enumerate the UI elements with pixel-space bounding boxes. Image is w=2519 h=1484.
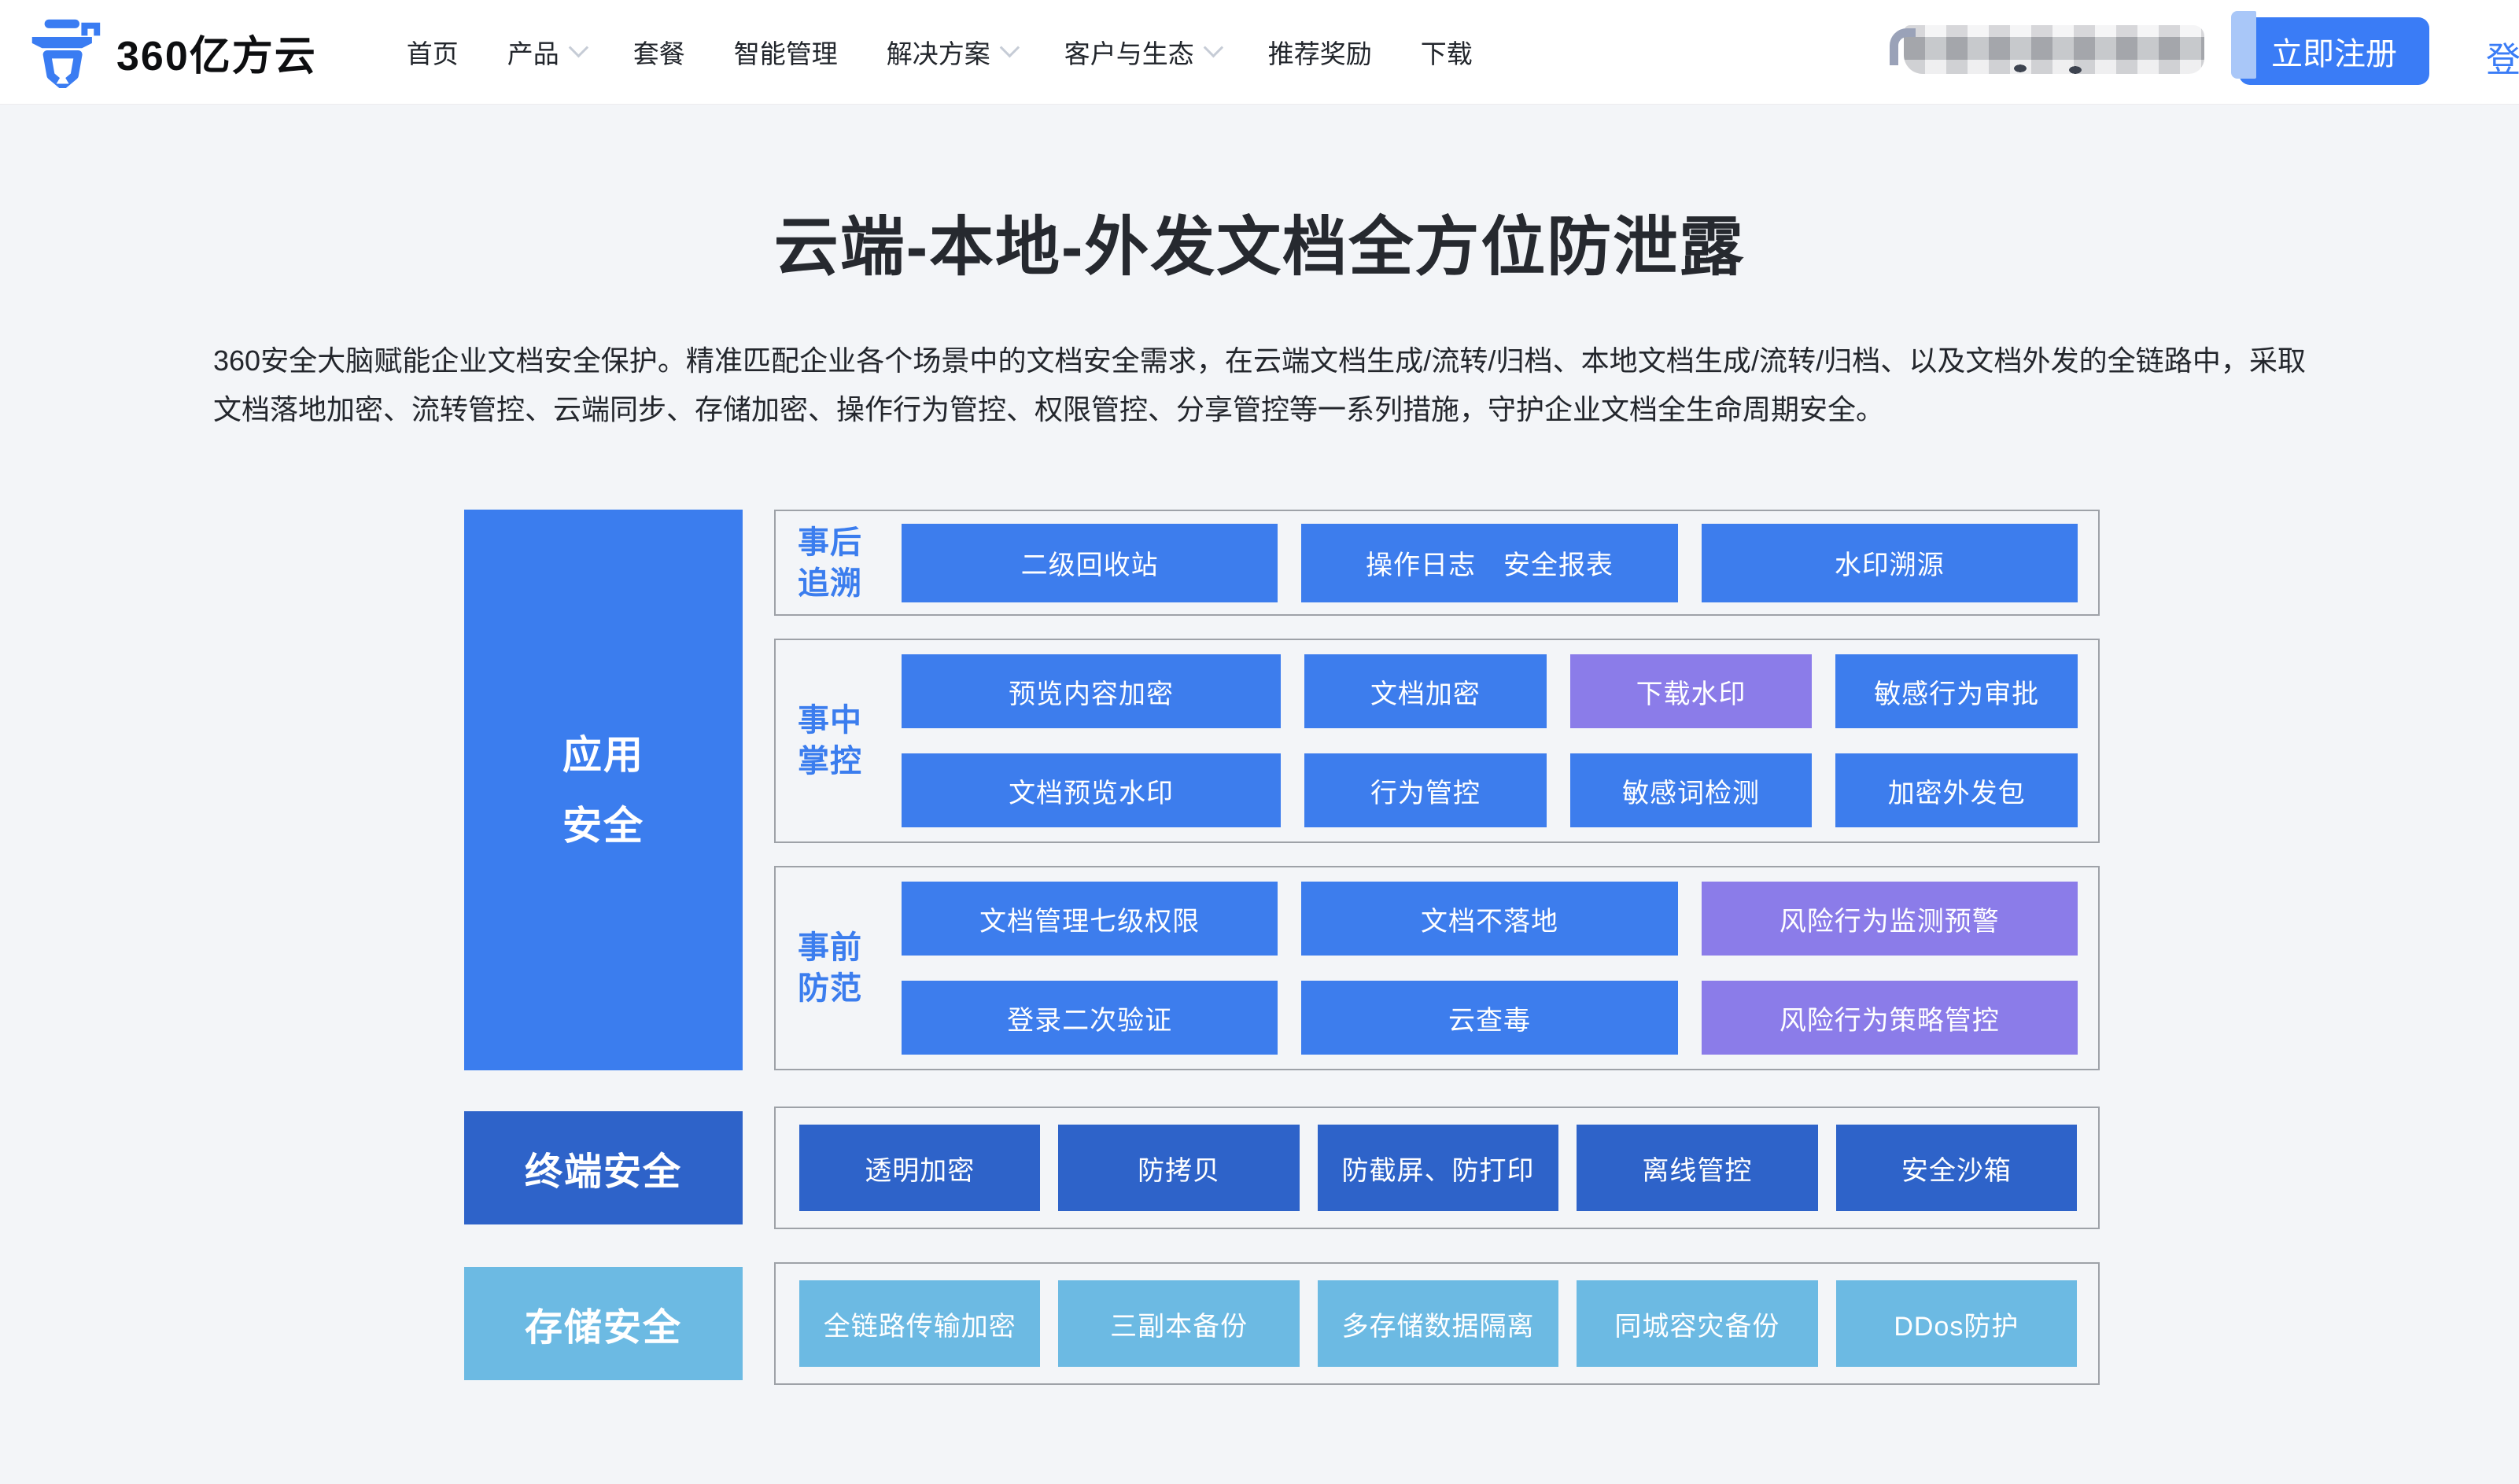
group-label: 事前 防范 [798, 930, 862, 1006]
redacted-phone-number [1890, 25, 2204, 74]
feature-tile: 操作日志 安全报表 [1301, 523, 1678, 602]
feature-tile-highlight: 风险行为策略管控 [1701, 981, 2078, 1055]
feature-tile: 离线管控 [1577, 1125, 1818, 1211]
login-link[interactable]: 登录 [2486, 41, 2519, 79]
feature-tile: 预览内容加密 [902, 654, 1282, 728]
category-endpoint-security: 终端安全 [464, 1111, 743, 1224]
feature-tile: 全链路传输加密 [799, 1280, 1041, 1367]
feature-tile: DDos防护 [1835, 1280, 2078, 1367]
page-description: 360安全大脑赋能企业文档安全保护。精准匹配企业各个场景中的文档安全需求，在云端… [213, 344, 2306, 425]
nav-item-plans[interactable]: 套餐 [633, 39, 685, 68]
feature-tile: 文档不落地 [1301, 882, 1678, 956]
feature-tile: 敏感词检测 [1569, 753, 1813, 827]
page-title: 云端-本地-外发文档全方位防泄露 [773, 212, 1746, 283]
logo-text: 360亿方云 [116, 33, 317, 79]
nav-item-products[interactable]: 产品 [507, 33, 588, 71]
nav-item-download[interactable]: 下载 [1420, 39, 1473, 68]
top-navigation-bar: 360亿方云 首页 产品 套餐 智能管理 解决方案 客户与生态 推荐奖励 下载 … [0, 0, 2519, 105]
feature-tile: 云查毒 [1301, 981, 1678, 1055]
group-pre-event-prevention: 事前 防范 文档管理七级权限 文档不落地 风险行为监测预警 登录二次验证 云查毒… [774, 866, 2100, 1070]
feature-tile: 水印溯源 [1701, 523, 2078, 602]
chevron-down-icon [999, 37, 1020, 58]
row-endpoint-security: 终端安全 透明加密 防拷贝 防截屏、防打印 离线管控 安全沙箱 [464, 1107, 2100, 1229]
feature-tile-highlight: 风险行为监测预警 [1701, 882, 2078, 956]
feature-tile: 敏感行为审批 [1835, 654, 2078, 728]
group-label: 事后 追溯 [798, 525, 862, 601]
chevron-down-icon [1203, 37, 1223, 58]
logo[interactable]: 360亿方云 [27, 16, 317, 88]
feature-tile: 防拷贝 [1058, 1125, 1300, 1211]
feature-tile: 透明加密 [799, 1125, 1041, 1211]
nav-item-customers-ecosystem[interactable]: 客户与生态 [1064, 33, 1223, 71]
chevron-down-icon [568, 37, 588, 58]
360-shield-pen-logo-icon [27, 16, 102, 88]
category-storage-security: 存储安全 [464, 1267, 743, 1380]
nav-item-solutions[interactable]: 解决方案 [887, 33, 1020, 71]
feature-tile-highlight: 下载水印 [1569, 654, 1813, 728]
group-in-event-control: 事中 掌控 预览内容加密 文档加密 下载水印 敏感行为审批 文档预览水印 行为管… [774, 639, 2100, 843]
feature-tile: 防截屏、防打印 [1317, 1125, 1559, 1211]
feature-tile: 多存储数据隔离 [1317, 1280, 1559, 1367]
feature-tile: 登录二次验证 [902, 981, 1278, 1055]
feature-tile: 文档预览水印 [902, 753, 1282, 827]
group-label: 事中 掌控 [798, 703, 862, 779]
feature-tile: 二级回收站 [902, 523, 1278, 602]
main-nav: 首页 产品 套餐 智能管理 解决方案 客户与生态 推荐奖励 下载 [407, 33, 1473, 71]
feature-tile: 安全沙箱 [1835, 1125, 2078, 1211]
feature-tile: 文档管理七级权限 [902, 882, 1278, 956]
feature-tile: 三副本备份 [1058, 1280, 1300, 1367]
security-matrix-diagram: 应用 安全 事后 追溯 二级回收站 操作日志 安全报表 水印溯源 事中 掌控 [464, 510, 2100, 1385]
feature-tile: 行为管控 [1304, 753, 1547, 827]
feature-tile: 文档加密 [1304, 654, 1547, 728]
row-storage-security: 存储安全 全链路传输加密 三副本备份 多存储数据隔离 同城容灾备份 DDos防护 [464, 1262, 2100, 1385]
nav-item-referral-rewards[interactable]: 推荐奖励 [1267, 39, 1372, 68]
category-application-security: 应用 安全 [464, 510, 743, 1070]
feature-tile: 加密外发包 [1835, 753, 2078, 827]
nav-item-smart-management[interactable]: 智能管理 [733, 39, 838, 68]
nav-item-home[interactable]: 首页 [406, 39, 459, 68]
redaction-fragment [2231, 11, 2256, 79]
feature-tile: 同城容灾备份 [1577, 1280, 1818, 1367]
register-button[interactable]: 立即注册 [2231, 11, 2429, 85]
group-post-event-trace: 事后 追溯 二级回收站 操作日志 安全报表 水印溯源 [774, 510, 2100, 616]
